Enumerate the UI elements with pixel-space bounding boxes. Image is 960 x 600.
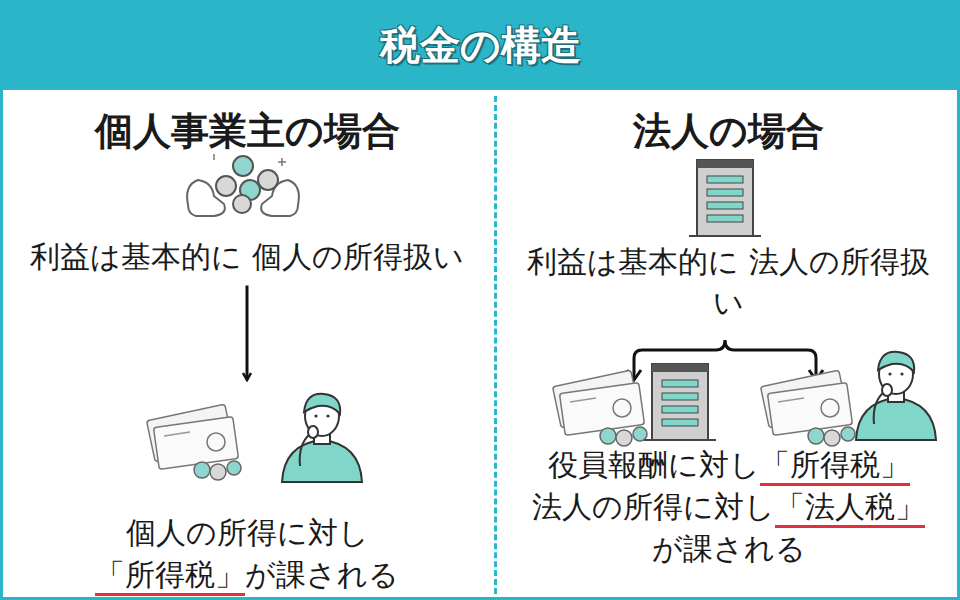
- text-line: 個人の所得に対し: [20, 512, 474, 554]
- node-text: 個人の所得に対し: [126, 512, 369, 554]
- node-text: が課される: [652, 528, 806, 570]
- node-text: が課される: [245, 554, 399, 596]
- underlined-tax: 「所得税」: [95, 558, 245, 596]
- panel-heading: 法人の場合: [497, 106, 960, 157]
- node-text: 利益は基本的に 個人の所得扱い: [20, 237, 474, 278]
- panel-heading: 個人事業主の場合: [0, 106, 494, 157]
- hands-coins: [187, 154, 299, 216]
- building-icon: [689, 160, 761, 236]
- text-line: 「所得税」が課される: [20, 554, 474, 596]
- flow-arrow: [246, 286, 249, 381]
- money-icon: [761, 370, 855, 446]
- person-icon: [856, 352, 936, 440]
- title: 税金の構造: [0, 0, 960, 90]
- text-line: が課される: [497, 528, 960, 570]
- dashed-divider: [494, 96, 497, 594]
- text-node: 役員報酬に対し「所得税」法人の所得に対し「法人税」が課される: [497, 444, 960, 570]
- panel: 法人の場合利益は基本的に 法人の所得扱い役員報酬に対し「所得税」法人の所得に対し…: [497, 92, 960, 600]
- money-icon: [147, 404, 241, 480]
- underlined-tax: 「法人税」: [775, 490, 925, 528]
- node-text: 法人の所得に対し: [532, 486, 775, 528]
- text-node: 利益は基本的に 個人の所得扱い: [20, 237, 474, 278]
- text-line: 法人の所得に対し「法人税」: [497, 486, 960, 528]
- underlined-tax: 「所得税」: [760, 448, 910, 486]
- text-line: 役員報酬に対し「所得税」: [497, 444, 960, 486]
- text-group: 個人の所得に対し「所得税」が課される: [20, 512, 474, 596]
- text-node: 個人の所得に対し「所得税」が課される: [20, 384, 474, 596]
- person-icon: [282, 394, 362, 482]
- node-text: 役員報酬に対し: [548, 444, 760, 486]
- text-node: 利益は基本的に 法人の所得扱い: [517, 242, 940, 323]
- building-icon: [644, 364, 716, 440]
- node-text: 利益は基本的に 法人の所得扱い: [517, 242, 940, 323]
- money-icon: [553, 370, 647, 446]
- panel: 個人事業主の場合利益は基本的に 個人の所得扱い個人の所得に対し「所得税」が課され…: [0, 92, 494, 600]
